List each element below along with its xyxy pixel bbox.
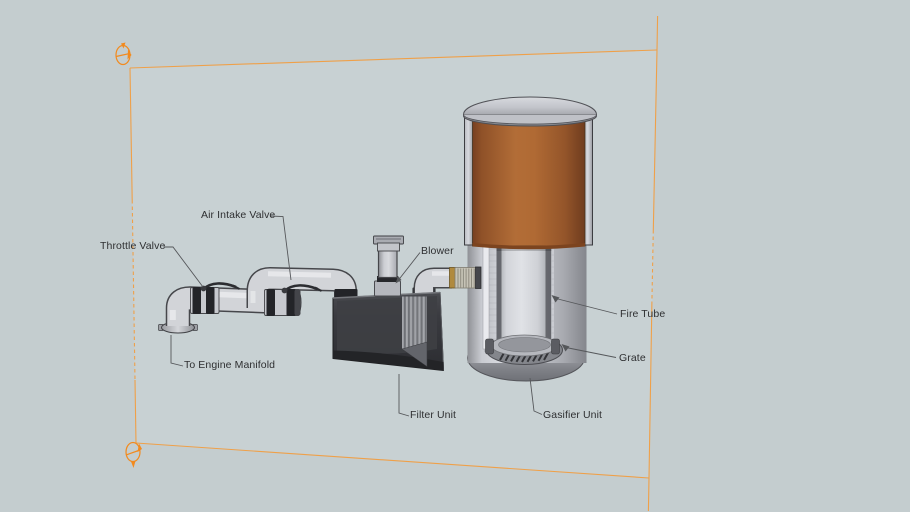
label-to-engine-manifold: To Engine Manifold: [184, 359, 276, 371]
hose-corrugated: [449, 266, 482, 289]
gasifier-lid: [462, 96, 598, 127]
leader-fire-tube: [555, 298, 618, 315]
leader-filter-unit: [398, 374, 410, 417]
label-air-intake-valve: Air Intake Valve: [201, 209, 276, 221]
leader-blower: [398, 252, 421, 281]
filter-unit-model: [332, 235, 482, 371]
plane-pin-icon: [125, 441, 142, 468]
label-filter-unit: Filter Unit: [410, 409, 457, 421]
blower-model: [373, 235, 404, 297]
leader-grate: [565, 347, 617, 358]
plane-pin-icon: [115, 42, 132, 66]
gasifier-unit-model: [462, 96, 598, 382]
gasifier-cut-face: [482, 244, 490, 350]
fire-tube-model: [496, 245, 552, 342]
air-intake-valve-model: [264, 284, 322, 316]
leader-air-intake-valve: [269, 215, 292, 281]
leader-to-engine-manifold: [170, 335, 184, 367]
label-fire-tube: Fire Tube: [620, 308, 666, 320]
hopper-orange: [472, 116, 586, 250]
grate-model: [485, 334, 563, 365]
throttle-valve-model: [190, 282, 240, 314]
leader-gasifier-unit: [529, 377, 543, 415]
leader-throttle-valve: [163, 246, 204, 288]
leader-lines: [163, 215, 618, 417]
piping-model: [158, 266, 357, 334]
label-throttle-valve: Throttle Valve: [100, 240, 166, 252]
label-gasifier-unit: Gasifier Unit: [543, 409, 603, 421]
label-grate: Grate: [619, 352, 646, 364]
label-blower: Blower: [421, 245, 454, 257]
